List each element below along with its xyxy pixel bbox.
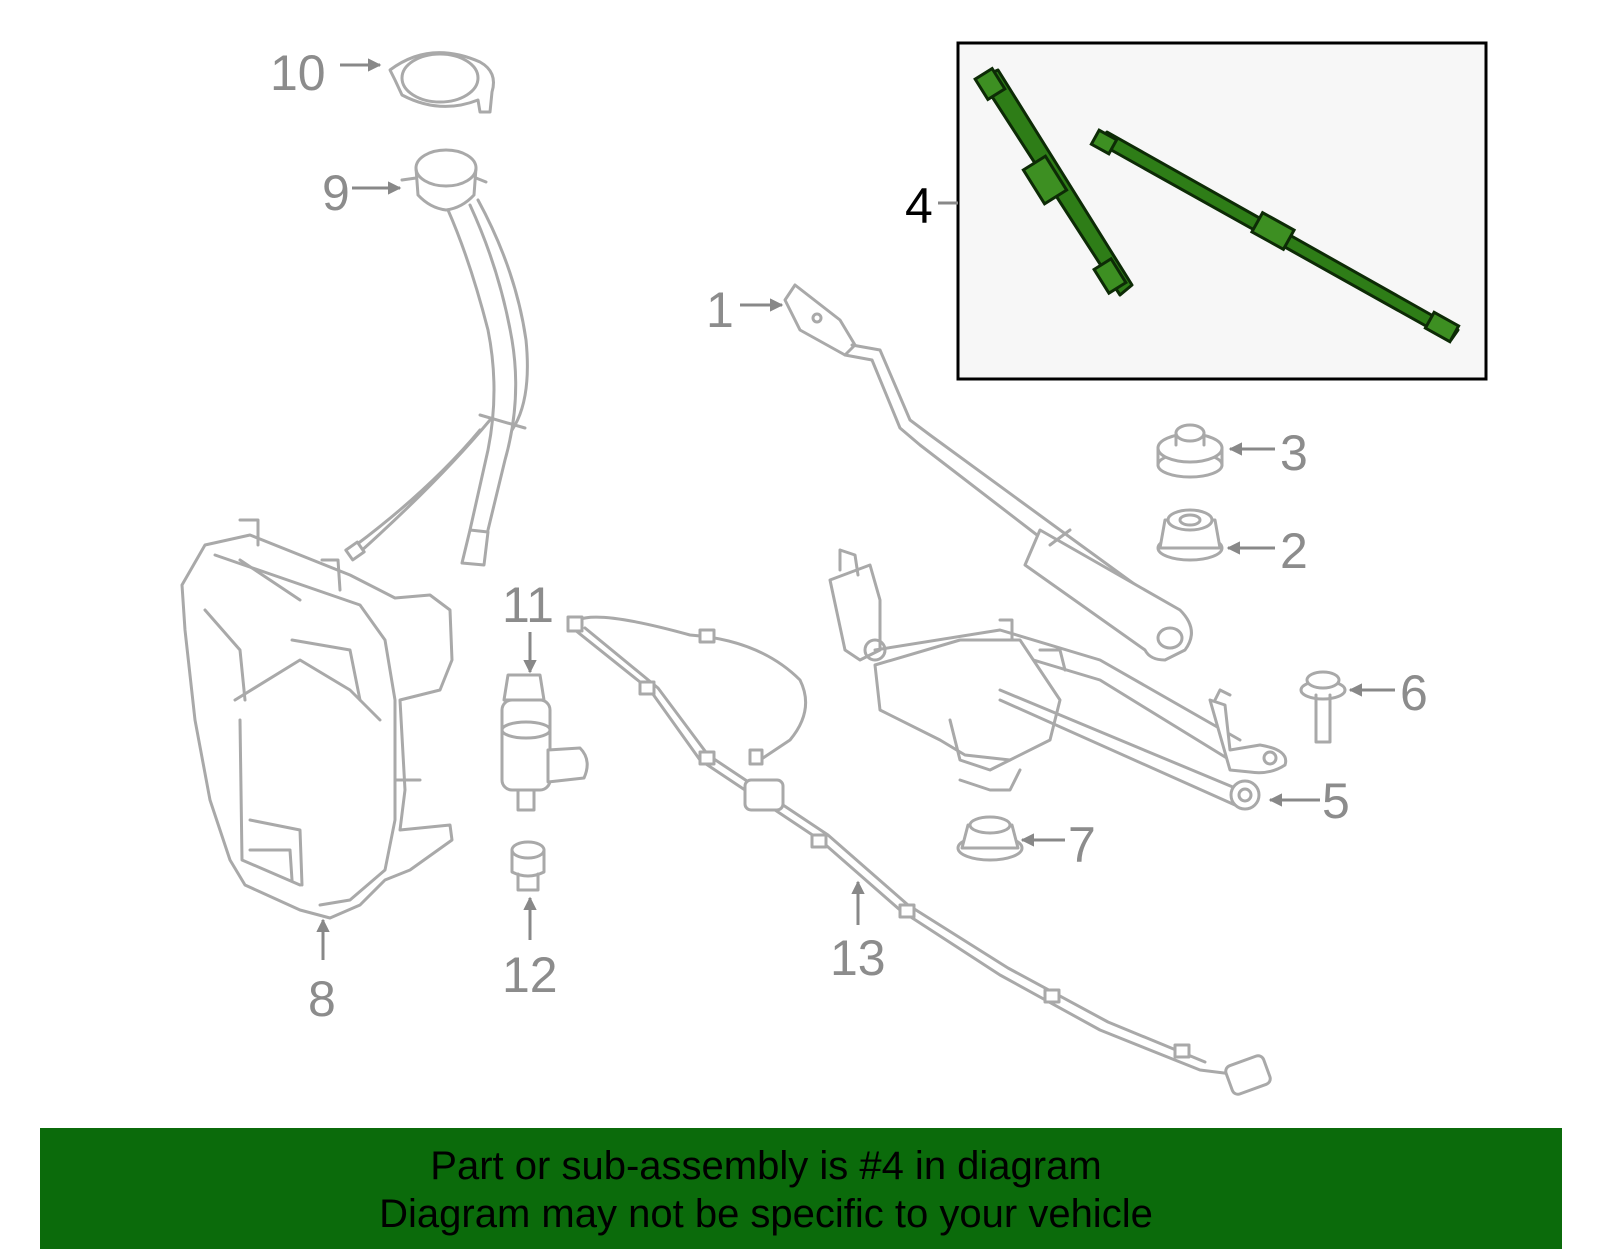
part-3-cap[interactable] xyxy=(1156,423,1224,479)
parts-diagram: 10 9 1 4 3 2 6 5 7 8 11 12 13 xyxy=(180,41,1488,1096)
part-1-wiper-arm[interactable] xyxy=(783,283,1193,662)
part-7-nut[interactable] xyxy=(956,815,1024,862)
callout-2[interactable]: 2 xyxy=(1280,523,1308,579)
wiper-blade-short[interactable] xyxy=(973,66,1134,297)
part-5-linkage-motor[interactable] xyxy=(828,548,1288,811)
notice-banner: Part or sub-assembly is #4 in diagram Di… xyxy=(40,1128,1562,1249)
part-10-cap[interactable] xyxy=(388,51,495,114)
wiper-blade-long[interactable] xyxy=(1089,128,1461,344)
part-6-bolt[interactable] xyxy=(1299,670,1347,744)
part-12-grommet[interactable] xyxy=(510,840,546,892)
part-2-nut[interactable] xyxy=(1156,508,1224,562)
callout-4[interactable]: 4 xyxy=(905,178,933,234)
callout-12[interactable]: 12 xyxy=(502,947,558,1003)
callout-1[interactable]: 1 xyxy=(706,282,734,338)
callout-numbers: 10 9 1 4 3 2 6 5 7 8 11 12 13 xyxy=(270,45,1428,1027)
callout-9[interactable]: 9 xyxy=(322,165,350,221)
part-8-reservoir[interactable] xyxy=(180,518,454,920)
callout-3[interactable]: 3 xyxy=(1280,425,1308,481)
callout-6[interactable]: 6 xyxy=(1400,665,1428,721)
callout-7[interactable]: 7 xyxy=(1068,817,1096,873)
banner-line-2: Diagram may not be specific to your vehi… xyxy=(379,1192,1153,1236)
callout-5[interactable]: 5 xyxy=(1322,773,1350,829)
part-9-filler-neck[interactable] xyxy=(344,148,529,567)
callout-13[interactable]: 13 xyxy=(830,930,886,986)
callout-8[interactable]: 8 xyxy=(308,971,336,1027)
leader-lines xyxy=(316,58,1395,960)
part-13-washer-hose[interactable] xyxy=(566,615,1272,1096)
callout-11[interactable]: 11 xyxy=(502,577,554,633)
banner-line-1: Part or sub-assembly is #4 in diagram xyxy=(430,1144,1102,1188)
part-11-washer-pump[interactable] xyxy=(500,673,589,812)
callout-10[interactable]: 10 xyxy=(270,45,326,101)
part-4-wiper-blades[interactable] xyxy=(956,41,1488,381)
